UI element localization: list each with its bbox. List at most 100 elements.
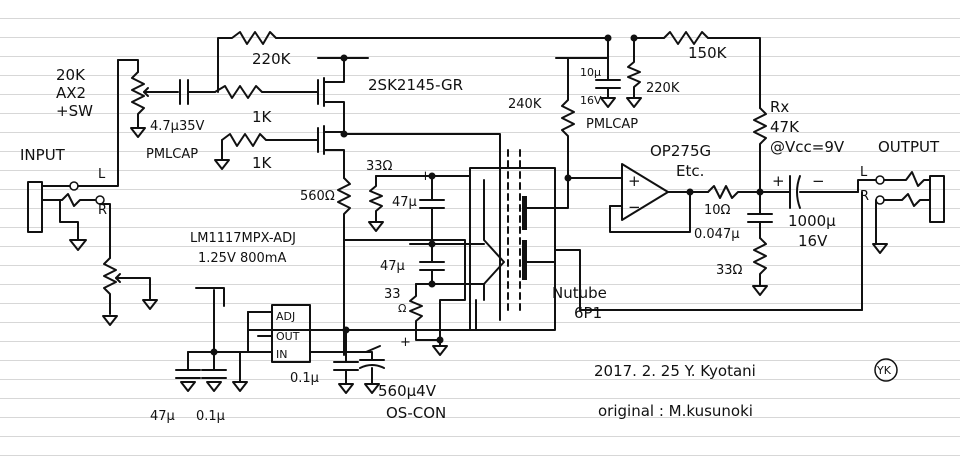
capacitor-47u-bulk [175, 351, 201, 379]
input-l-label: L [98, 167, 106, 182]
nutube-6p1 [469, 149, 569, 331]
capacitor-01u-b [333, 351, 359, 385]
cap-out-minus: − [812, 172, 825, 190]
opamp-minus: − [628, 198, 641, 216]
r-fb-top-label: 220K [252, 50, 292, 68]
cap-10u-type-label: PMLCAP [586, 117, 638, 132]
r-240k-label: 240K [508, 97, 542, 112]
gate-resistor-2 [221, 133, 306, 161]
resistor-220k-bias [627, 37, 641, 99]
cap-oscon-type-label: OS-CON [386, 404, 446, 422]
reg-pin-in: IN [276, 348, 287, 361]
wire [309, 329, 347, 353]
r-33-b-unit: Ω [398, 302, 406, 315]
opamp-etc-label: Etc. [676, 162, 704, 180]
r-150k-label: 150K [688, 44, 728, 62]
r-33-out-label: 33Ω [716, 263, 743, 278]
credit-label: original : M.kusunoki [598, 402, 753, 420]
fet-q1 [304, 57, 345, 135]
fet-q2 [304, 125, 345, 179]
resistor-33-a [369, 175, 383, 223]
source-resistor-560 [337, 177, 351, 231]
initials-stamp [874, 358, 898, 382]
cap-in-label: 4.7µ35V [150, 119, 204, 134]
cap-47-a-plus: + [420, 169, 431, 184]
vol-switch-label: +SW [56, 102, 93, 120]
cap-47-b-label: 47µ [380, 259, 405, 274]
wire [415, 329, 441, 341]
output-label: OUTPUT [878, 138, 940, 156]
input-capacitor [179, 79, 189, 105]
capacitor-47u-a [419, 175, 445, 245]
capacitor-10u [595, 79, 621, 99]
ground-symbol [368, 221, 384, 232]
ground-symbol [206, 381, 222, 392]
junction-dot [686, 188, 694, 196]
r-220k-2-label: 220K [646, 81, 680, 96]
r-source-label: 560Ω [300, 189, 335, 204]
cap-01b-label: 0.1µ [290, 371, 319, 386]
ground-symbol [142, 299, 158, 310]
rx-label: Rx [770, 98, 789, 116]
output-jack [861, 171, 945, 311]
cap-01a-label: 0.1µ [196, 409, 225, 424]
rx-note-label: @Vcc=9V [770, 138, 845, 156]
r-33-a-label: 33Ω [366, 159, 393, 174]
ground-symbol [232, 381, 248, 392]
wire [213, 289, 249, 353]
wire [247, 311, 347, 331]
cap-10u-label: 10µ [580, 66, 601, 79]
nutube-label: Nutube [552, 284, 607, 302]
r-out-label: 10Ω [704, 203, 731, 218]
cap-in-type-label: PMLCAP [146, 147, 198, 162]
rx-value-label: 47K [770, 118, 800, 136]
ground-symbol [130, 127, 146, 138]
volume-pot [99, 59, 153, 315]
out-r-label: R [860, 189, 869, 204]
wire [195, 287, 225, 307]
ground-symbol [102, 315, 118, 326]
capacitor-1000u [759, 175, 859, 209]
opamp-label: OP275G [650, 142, 711, 160]
opamp-plus: + [628, 172, 641, 190]
r-gate2-label: 1K [252, 154, 273, 172]
junction-dot [428, 280, 436, 288]
cap-out-label: 1000µ [788, 212, 836, 230]
ground-symbol [338, 383, 354, 394]
cap-oscon-label: 560µ4V [378, 382, 437, 400]
reg-label: LM1117MPX-ADJ [190, 231, 296, 246]
cap-out-plus: + [772, 172, 785, 190]
vol-value-label: 20K [56, 66, 86, 84]
out-l-label: L [860, 165, 868, 180]
ground-symbol [214, 159, 230, 170]
resistor-33-b [409, 283, 423, 331]
cap-out-v-label: 16V [798, 232, 828, 250]
ground-symbol [600, 97, 616, 108]
cap-47-a-label: 47µ [392, 195, 417, 210]
vol-type-label: AX2 [56, 84, 86, 102]
wire [857, 179, 877, 193]
wire [343, 239, 466, 341]
reg-spec-label: 1.25V 800mA [198, 251, 286, 266]
ground-symbol [180, 381, 196, 392]
wire [247, 311, 259, 353]
input-r-label: R [98, 203, 107, 218]
resistor-33-out [753, 237, 767, 287]
date-signature: 2017. 2. 25 Y. Kyotani [594, 362, 756, 380]
wire [345, 299, 477, 331]
fet-label: 2SK2145-GR [368, 76, 463, 94]
ground-symbol [872, 243, 888, 254]
cap-0047-label: 0.047µ [694, 227, 740, 242]
r-gate1-label: 1K [252, 108, 273, 126]
capacitor-01u-a [201, 351, 227, 379]
capacitor-0047u [747, 191, 773, 239]
ground-symbol [69, 239, 87, 251]
cap-bulk-label: 47µ [150, 409, 175, 424]
ground-symbol [364, 383, 380, 394]
feedback-resistor-150k [633, 31, 761, 109]
reg-pin-adj: ADJ [276, 310, 295, 323]
cap-10u-v-label: 16V [580, 94, 602, 107]
input-label: INPUT [20, 146, 66, 164]
